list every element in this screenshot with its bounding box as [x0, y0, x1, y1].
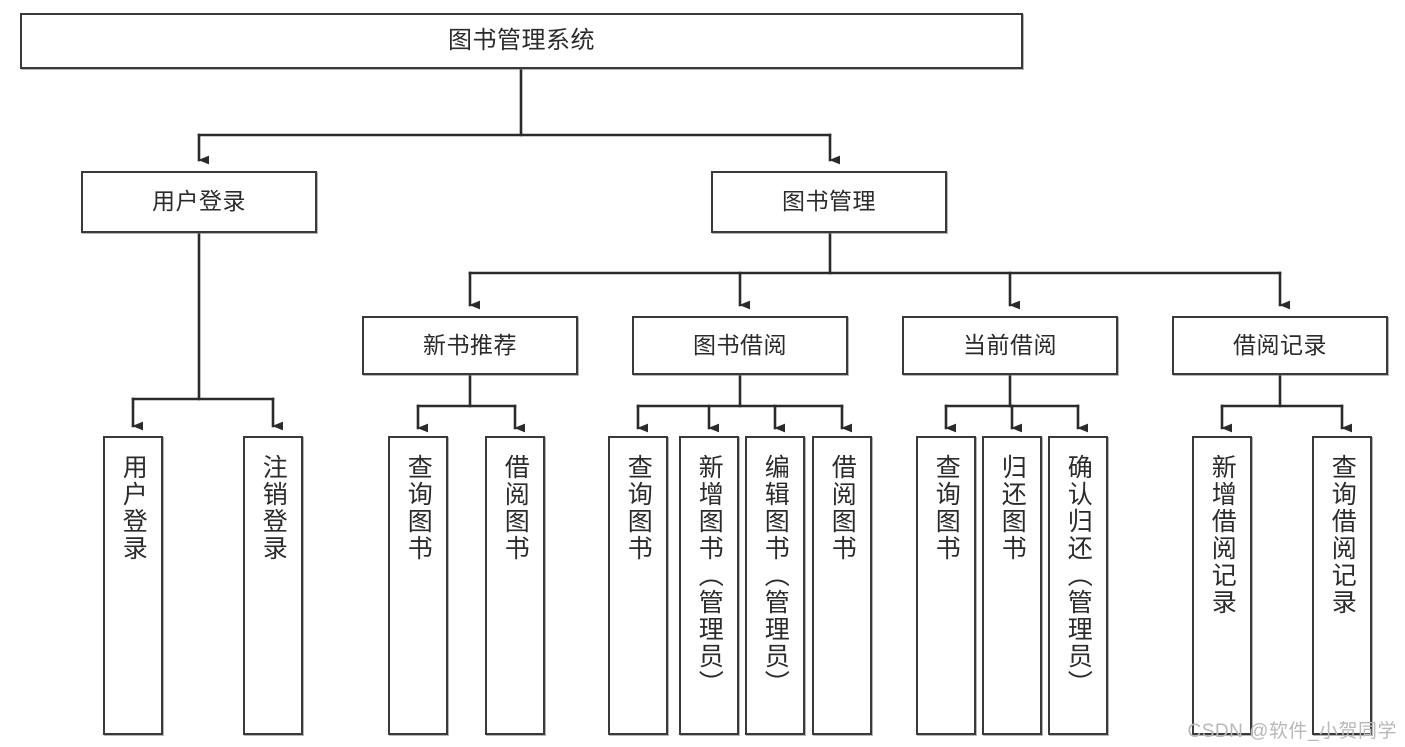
node-leaf-borrow-edit[interactable]: 编辑图书（管理员） — [745, 436, 805, 735]
node-leaf-rec-add-label: 新增借阅记录 — [1208, 454, 1237, 616]
node-leaf-cur-query[interactable]: 查询图书 — [916, 436, 976, 735]
node-leaf-borrow-query[interactable]: 查询图书 — [608, 436, 668, 735]
node-new-book-rec-label: 新书推荐 — [423, 331, 517, 358]
node-leaf-rec-search-label: 查询借阅记录 — [1328, 454, 1357, 616]
node-leaf-cur-return-label: 归还图书 — [998, 454, 1027, 562]
node-leaf-borrow-query-label: 查询图书 — [624, 454, 653, 562]
node-book-manage-label: 图书管理 — [782, 188, 876, 215]
node-leaf-borrow-add[interactable]: 新增图书（管理员） — [679, 436, 739, 735]
node-user-login-label: 用户登录 — [152, 188, 246, 215]
node-leaf-borrow-do[interactable]: 借阅图书 — [812, 436, 872, 735]
node-leaf-cur-query-label: 查询图书 — [932, 454, 961, 562]
node-root-label: 图书管理系统 — [448, 26, 595, 54]
node-user-login[interactable]: 用户登录 — [81, 171, 317, 233]
node-borrow-record[interactable]: 借阅记录 — [1172, 316, 1388, 375]
node-leaf-user-logout[interactable]: 注销登录 — [243, 436, 303, 735]
node-leaf-cur-confirm[interactable]: 确认归还（管理员） — [1048, 436, 1108, 735]
node-root[interactable]: 图书管理系统 — [20, 13, 1023, 69]
node-leaf-rec-borrow[interactable]: 借阅图书 — [485, 436, 545, 735]
node-leaf-user-login[interactable]: 用户登录 — [103, 436, 163, 735]
node-current-borrow-label: 当前借阅 — [963, 331, 1057, 358]
node-book-manage[interactable]: 图书管理 — [711, 171, 947, 233]
node-leaf-user-login-label: 用户登录 — [119, 454, 148, 562]
node-leaf-rec-search[interactable]: 查询借阅记录 — [1312, 436, 1372, 735]
node-leaf-borrow-add-label: 新增图书（管理员） — [695, 454, 724, 697]
watermark-text: CSDN @软件_小贺同学 — [1187, 721, 1397, 742]
node-current-borrow[interactable]: 当前借阅 — [902, 316, 1118, 375]
node-leaf-user-logout-label: 注销登录 — [259, 454, 288, 562]
node-leaf-rec-add[interactable]: 新增借阅记录 — [1192, 436, 1252, 735]
node-leaf-rec-query-label: 查询图书 — [404, 454, 433, 562]
node-leaf-cur-confirm-label: 确认归还（管理员） — [1064, 454, 1093, 697]
node-borrow-record-label: 借阅记录 — [1233, 331, 1327, 358]
node-leaf-borrow-edit-label: 编辑图书（管理员） — [761, 454, 790, 697]
node-leaf-rec-query[interactable]: 查询图书 — [388, 436, 448, 735]
node-leaf-cur-return[interactable]: 归还图书 — [982, 436, 1042, 735]
node-book-borrow[interactable]: 图书借阅 — [632, 316, 848, 375]
node-book-borrow-label: 图书借阅 — [693, 331, 787, 358]
node-new-book-rec[interactable]: 新书推荐 — [362, 316, 578, 375]
node-leaf-rec-borrow-label: 借阅图书 — [501, 454, 530, 562]
node-leaf-borrow-do-label: 借阅图书 — [828, 454, 857, 562]
